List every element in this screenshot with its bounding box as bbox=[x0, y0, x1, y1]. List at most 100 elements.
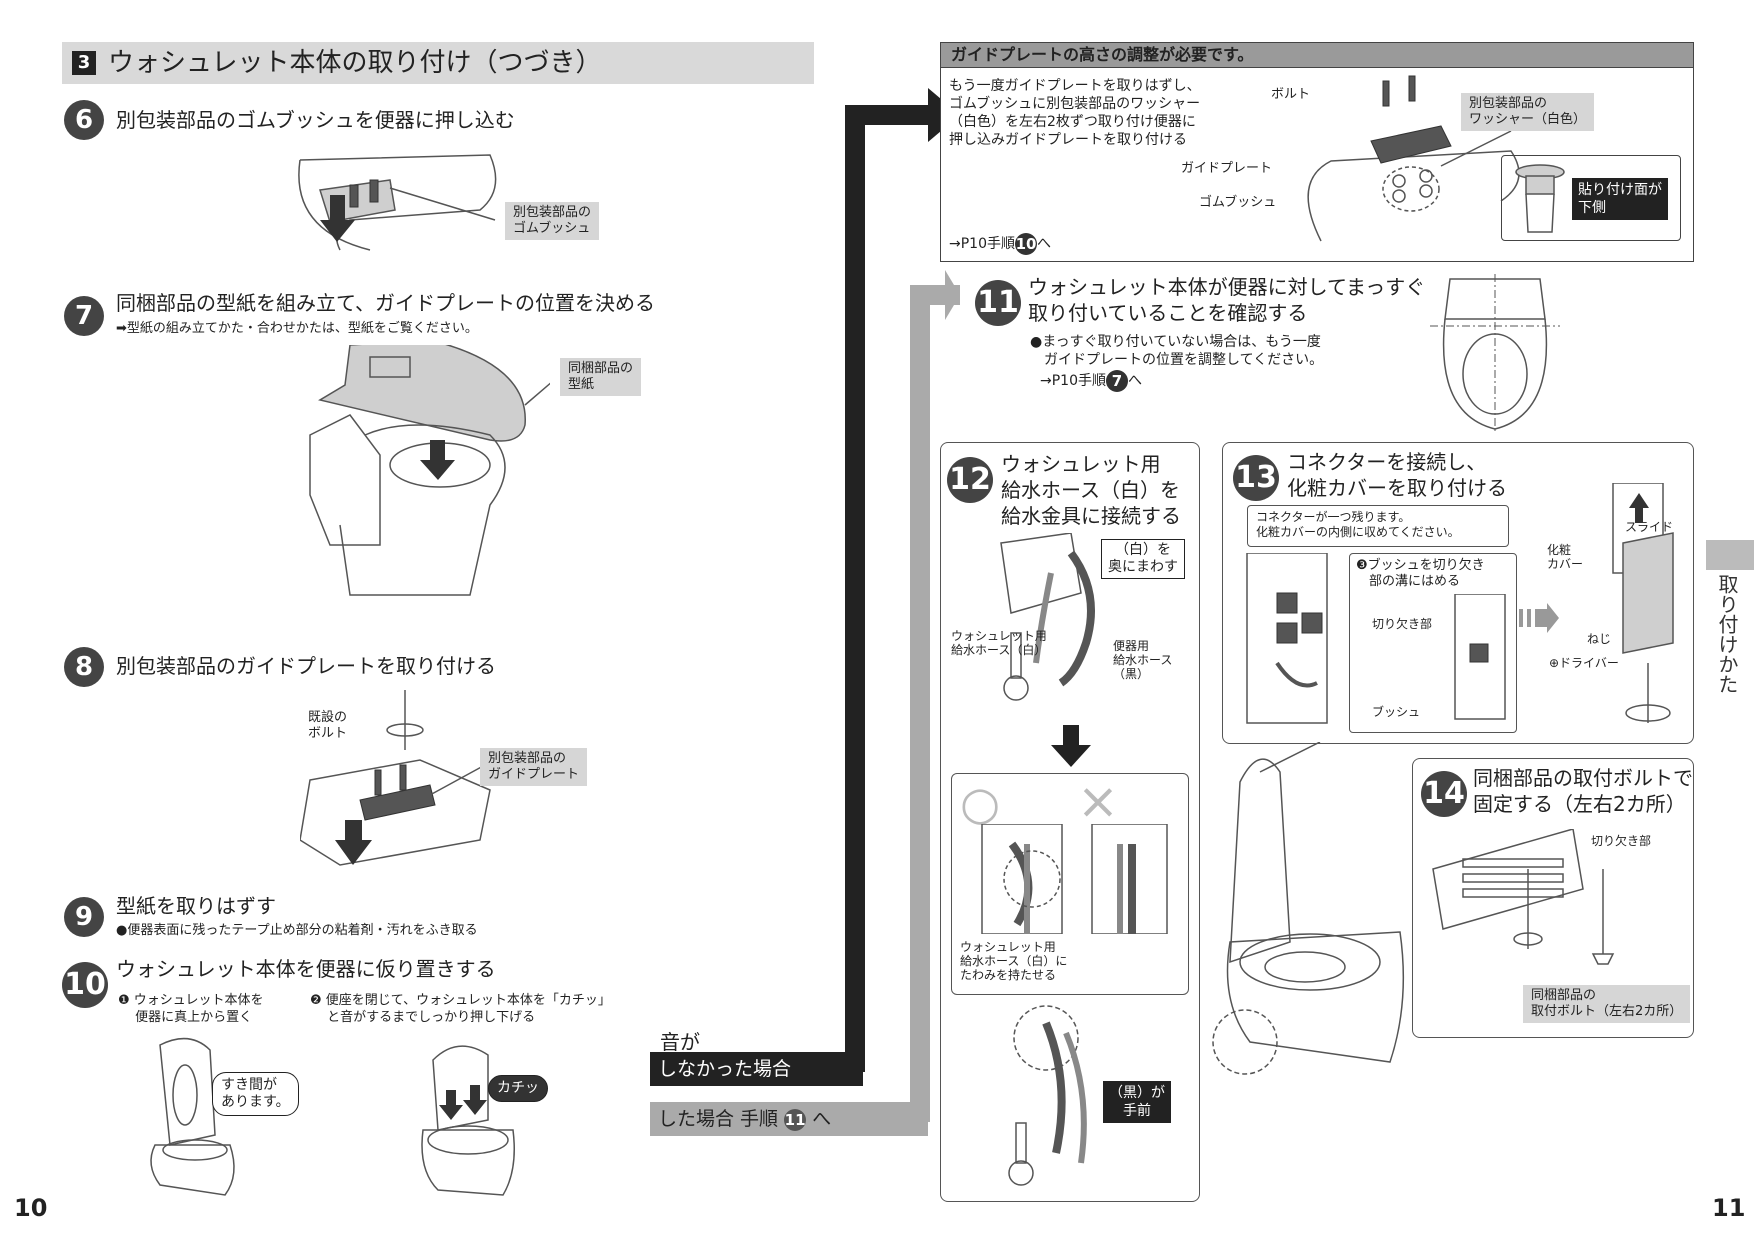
guide-plate-box: ガイドプレートの高さの調整が必要です。 もう一度ガイドプレートを取りはずし、 ゴ… bbox=[940, 42, 1694, 262]
step-10-sub2: ❷ 便座を閉じて、ウォシュレット本体を「カチッ」 と音がするまでしっかり押し下げ… bbox=[310, 993, 611, 1025]
step-12-number: 12 bbox=[947, 457, 993, 503]
branch-sound-label: 音が bbox=[660, 1030, 700, 1054]
step-12-label-black: 便器用 給水ホース （黒） bbox=[1113, 639, 1173, 681]
ng-mark-icon: × bbox=[1077, 772, 1119, 830]
page-number-left: 10 bbox=[14, 1194, 48, 1222]
step-11-note: ●まっすぐ取り付いていない場合は、もう一度 ガイドプレートの位置を調整してくださ… bbox=[1030, 334, 1324, 368]
step-6-title: 別包装部品のゴムブッシュを便器に押し込む bbox=[116, 108, 515, 132]
step-11-title: ウォシュレット本体が便器に対してまっすぐ 取り付いていることを確認する bbox=[1028, 275, 1426, 325]
step-7-number: 7 bbox=[64, 296, 104, 336]
step-8-bolt-label: 既設の ボルト bbox=[308, 710, 348, 741]
guide-plate-illustration bbox=[1307, 75, 1520, 242]
branch-step-ref: 11 bbox=[784, 1108, 807, 1131]
step-10-illustration-2 bbox=[421, 1045, 515, 1196]
step-13-driver-label: ⊕ドライバー bbox=[1549, 656, 1619, 670]
down-arrow-icon bbox=[1051, 725, 1091, 767]
side-tab-label: 取り付けかた bbox=[1715, 574, 1739, 694]
step-6-illustration bbox=[298, 154, 497, 251]
step-7-illustration bbox=[309, 345, 550, 596]
step-7-title: 同梱部品の型紙を組み立て、ガイドプレートの位置を決める bbox=[116, 291, 655, 315]
step-8-callout: 別包装部品の ガイドプレート bbox=[480, 748, 588, 786]
step-13-screw-label: ねじ bbox=[1587, 632, 1612, 646]
guide-face-callout: 貼り付け面が 下側 bbox=[1572, 178, 1668, 220]
step-13-slide-label: スライド bbox=[1625, 520, 1674, 534]
branch-with-sound: した場合 手順 11 へ bbox=[650, 1102, 928, 1136]
guide-bush-label: ゴムブッシュ bbox=[1199, 195, 1277, 210]
step-7-callout: 同梱部品の 型紙 bbox=[560, 358, 642, 396]
step-6-callout: 別包装部品の ゴムブッシュ bbox=[505, 202, 600, 240]
ok-mark-icon: ○ bbox=[960, 776, 1001, 830]
step-6-number: 6 bbox=[64, 100, 104, 140]
step-8-illustration bbox=[300, 690, 491, 866]
step-13-notch-label: 切り欠き部 bbox=[1372, 617, 1433, 631]
step-12-illustration-bottom bbox=[1008, 1005, 1087, 1186]
step-10-sub1: ❶ ウォシュレット本体を 便器に真上から置く bbox=[118, 993, 264, 1025]
guide-plate-header-bar: ガイドプレートの高さの調整が必要です。 bbox=[941, 43, 1693, 68]
step-12-tag-black: （黒）が 手前 bbox=[1103, 1081, 1171, 1123]
guide-plate-header: ガイドプレートの高さの調整が必要です。 bbox=[951, 45, 1254, 64]
guide-detail-box: 貼り付け面が 下側 bbox=[1501, 155, 1681, 241]
step-14-title: 同梱部品の取付ボルトで 固定する（左右2カ所） bbox=[1473, 766, 1693, 816]
guide-ref-tail: へ bbox=[1037, 236, 1051, 252]
step-13-note: コネクターが一つ残ります。 化粧カバーの内側に収めてください。 bbox=[1256, 510, 1460, 539]
page-number-right: 11 bbox=[1712, 1194, 1746, 1222]
step-13-bush-illustration bbox=[1454, 594, 1506, 720]
step-13-bush-note: ❸ブッシュを切り欠き 部の溝にはめる bbox=[1356, 558, 1485, 589]
step-12-illustration-top bbox=[1000, 533, 1095, 701]
step-9-note: ●便器表面に残ったテープ止め部分の粘着剤・汚れをふき取る bbox=[116, 923, 478, 938]
step-9-title: 型紙を取りはずす bbox=[116, 894, 276, 918]
step-13-number: 13 bbox=[1233, 455, 1279, 501]
step-13-cover-illustration bbox=[1612, 483, 1674, 723]
step-10-bubble-1: すき間が あります。 bbox=[212, 1072, 299, 1116]
step-13-note-box: コネクターが一つ残ります。 化粧カバーの内側に収めてください。 bbox=[1247, 505, 1509, 547]
toilet-illustration bbox=[1212, 742, 1405, 1075]
side-tab-bar bbox=[1706, 540, 1754, 570]
branch-with-sound-tail: へ bbox=[812, 1108, 832, 1130]
step-11-number: 11 bbox=[975, 280, 1021, 326]
step-10-title: ウォシュレット本体を便器に仮り置きする bbox=[116, 957, 496, 981]
step-14-panel: 14 同梱部品の取付ボルトで 固定する（左右2カ所） 切り欠き部 同梱部品の 取… bbox=[1412, 758, 1694, 1038]
step-10-illustration-1 bbox=[150, 1037, 235, 1196]
section-header: 3 ウォシュレット本体の取り付け（つづき） bbox=[62, 42, 814, 84]
section-title: ウォシュレット本体の取り付け（つづき） bbox=[108, 48, 602, 78]
step-12-label-white: ウォシュレット用 給水ホース（白） bbox=[951, 629, 1047, 657]
guide-plate-text: もう一度ガイドプレートを取りはずし、 ゴムブッシュに別包装部品のワッシャー （白… bbox=[949, 78, 1201, 148]
guide-ref-text: →P10手順 bbox=[949, 236, 1015, 252]
branch-no-sound: しなかった場合 bbox=[650, 1052, 863, 1086]
step-11-ref-num: 7 bbox=[1106, 370, 1128, 392]
step-13-title: コネクターを接続し、 化粧カバーを取り付ける bbox=[1287, 450, 1507, 500]
bush-detail-icon bbox=[1515, 164, 1565, 233]
guide-washer-callout: 別包装部品の ワッシャー（白色） bbox=[1461, 93, 1595, 131]
step-12-compare-box: ○ × ウォシュレット用 給水ホース（白）に たわみを持たせる bbox=[951, 773, 1189, 995]
step-7-note: ➡型紙の組み立てかた・合わせかたは、型紙をご覧ください。 bbox=[116, 321, 478, 336]
step-13-bush-box: ❸ブッシュを切り欠き 部の溝にはめる 切り欠き部 ブッシュ bbox=[1349, 553, 1517, 733]
step-14-callout: 同梱部品の 取付ボルト（左右2カ所） bbox=[1523, 985, 1691, 1023]
step-8-number: 8 bbox=[64, 647, 104, 687]
section-number: 3 bbox=[72, 51, 96, 75]
guide-bolt-label: ボルト bbox=[1271, 87, 1311, 102]
step-12-compare-illustration bbox=[981, 824, 1168, 934]
branch-with-sound-text: した場合 手順 bbox=[658, 1108, 779, 1130]
guide-ref: →P10手順10へ bbox=[949, 233, 1051, 255]
flow-arrows bbox=[845, 88, 960, 1122]
step-13-panel: 13 コネクターを接続し、 化粧カバーを取り付ける コネクターが一つ残ります。 … bbox=[1222, 442, 1694, 744]
step-10-number: 10 bbox=[62, 962, 108, 1008]
step-10-bubble-2: カチッ bbox=[488, 1075, 548, 1102]
guide-ref-num: 10 bbox=[1015, 233, 1037, 255]
step-8-title: 別包装部品のガイドプレートを取り付ける bbox=[116, 654, 496, 678]
step-14-notch-label: 切り欠き部 bbox=[1591, 834, 1652, 848]
step-12-slack-note: ウォシュレット用 給水ホース（白）に たわみを持たせる bbox=[960, 940, 1068, 982]
step-12-panel: 12 ウォシュレット用 給水ホース（白）を 給水金具に接続する （白）を 奥にま… bbox=[940, 442, 1200, 1202]
step-11-ref-text: →P10手順 bbox=[1040, 373, 1106, 389]
step-14-illustration bbox=[1432, 829, 1615, 965]
step-13-bush-label: ブッシュ bbox=[1372, 705, 1421, 719]
next-arrow-icon bbox=[1519, 603, 1559, 633]
step-13-connector-illustration bbox=[1246, 553, 1328, 724]
guide-plate-label: ガイドプレート bbox=[1181, 161, 1273, 176]
step-14-number: 14 bbox=[1421, 771, 1467, 817]
step-11-ref-tail: へ bbox=[1128, 373, 1142, 389]
step-13-cover-label: 化粧 カバー bbox=[1547, 543, 1584, 571]
step-12-tag-white: （白）を 奥にまわす bbox=[1101, 539, 1185, 579]
step-9-number: 9 bbox=[64, 897, 104, 937]
